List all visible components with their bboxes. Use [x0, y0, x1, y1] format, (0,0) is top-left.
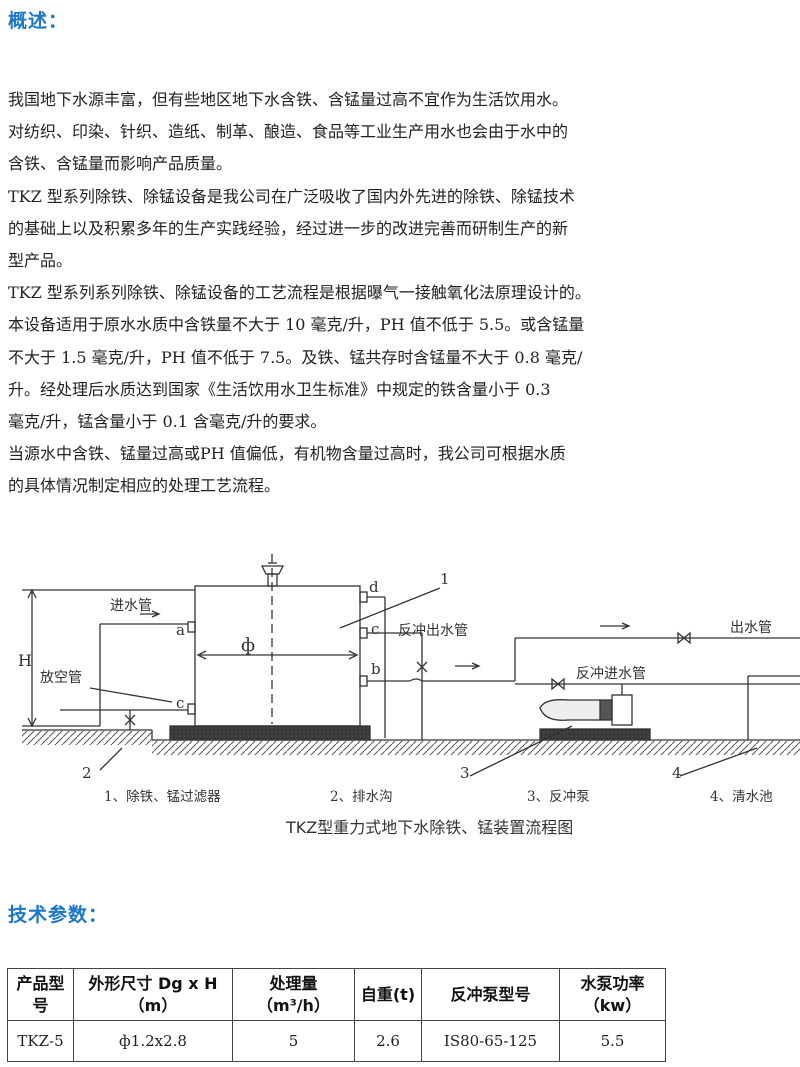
diameter-label: ф [241, 635, 255, 656]
paragraph-line: TKZ 型系列系列除铁、除锰设备的工艺流程是根据曝气一接触氧化法原理设计的。 [8, 283, 591, 303]
port-c-label: c [371, 620, 379, 638]
paragraph-line: 对纺织、印染、针织、造纸、制革、酿造、食品等工业生产用水也会由于水中的 [8, 122, 569, 142]
inlet-pipe [99, 610, 188, 726]
params-heading: 技术参数： [8, 904, 109, 926]
paragraph-line: 型产品。 [8, 251, 73, 271]
vent-pipe-label: 放空管 [40, 670, 82, 686]
cell-pump-model: IS80-65-125 [421, 1020, 560, 1062]
paragraph-line: 毫克/升，锰含量小于 0.1 含毫克/升的要求。 [8, 412, 327, 432]
cell-dimensions: ф1.2x2.8 [73, 1020, 233, 1062]
header-model: 产品型号 [7, 968, 74, 1021]
height-label: H [18, 651, 32, 670]
legend-item: 2、排水沟 [330, 789, 393, 805]
overview-body: 我国地下水源丰富，但有些地区地下水含铁、含锰量过高不宜作为生活饮用水。 对纺织、… [8, 84, 788, 503]
cell-capacity: 5 [232, 1020, 355, 1062]
ground [22, 725, 800, 755]
callout-4: 4 [672, 764, 682, 782]
legend-item: 1、除铁、锰过滤器 [104, 789, 221, 805]
process-flow-diagram: H ф d c b a c 进水管 放空管 [18, 554, 800, 837]
paragraph-line: 的基础上以及积累多年的生产实践经验，经过进一步的改进完善而研制生产的新 [8, 218, 569, 238]
callout-2: 2 [82, 764, 92, 782]
diagram-caption: TKZ型重力式地下水除铁、锰装置流程图 [285, 818, 573, 837]
legend-item: 3、反冲泵 [527, 789, 590, 805]
filter-tank [187, 554, 368, 727]
header-weight: 自重(t) [354, 968, 422, 1021]
table-row: TKZ-5 ф1.2x2.8 5 2.6 IS80-65-125 5.5 [7, 1020, 666, 1062]
header-capacity: 处理量（m³/h） [232, 968, 355, 1021]
port-b-label: b [371, 660, 381, 678]
inlet-pipe-label: 进水管 [110, 598, 152, 614]
backwash-out-pipe [367, 596, 515, 740]
header-dimensions: 外形尺寸 Dg x H（m） [73, 968, 233, 1021]
callouts [99, 587, 758, 777]
spec-table: 产品型号 外形尺寸 Dg x H（m） 处理量（m³/h） 自重(t) 反冲泵型… [7, 968, 666, 1062]
paragraph-line: TKZ 型系列除铁、除锰设备是我公司在广泛吸收了国内外先进的除铁、除锰技术 [8, 186, 575, 206]
callout-1: 1 [440, 570, 450, 588]
paragraph-line: 含铁、含锰量而影响产品质量。 [8, 154, 233, 174]
clear-water-pool [747, 675, 800, 740]
backwash-pump [515, 677, 800, 726]
cell-model: TKZ-5 [7, 1020, 74, 1062]
table-header-row: 产品型号 外形尺寸 Dg x H（m） 处理量（m³/h） 自重(t) 反冲泵型… [7, 968, 666, 1021]
cell-weight: 2.6 [354, 1020, 422, 1062]
paragraph-line: 的具体情况制定相应的处理工艺流程。 [8, 476, 281, 496]
port-d-label: d [369, 578, 379, 596]
port-c2-label: c [176, 694, 184, 712]
header-pump-power: 水泵功率（kw） [559, 968, 666, 1021]
backwash-in-label: 反冲进水管 [576, 666, 646, 682]
height-dimension [22, 588, 195, 728]
outlet-pipe-label: 出水管 [730, 620, 772, 636]
paragraph-line: 升。经处理后水质达到国家《生活饮用水卫生标准》中规定的铁含量小于 0.3 [8, 379, 551, 399]
header-pump-model: 反冲泵型号 [421, 968, 560, 1021]
callout-3: 3 [460, 764, 470, 782]
paragraph-line: 本设备适用于原水水质中含铁量不大于 10 毫克/升，PH 值不低于 5.5。或含… [8, 315, 585, 335]
paragraph-line: 不大于 1.5 毫克/升，PH 值不低于 7.5。及铁、锰共存时含锰量不大于 0… [8, 347, 583, 367]
outlet-pipe [514, 622, 800, 681]
overview-heading: 概述： [8, 10, 69, 32]
vent-pipe [60, 687, 188, 730]
paragraph-line: 当源水中含铁、锰量过高或PH 值偏低，有机物含量过高时，我公司可根据水质 [8, 444, 566, 464]
cell-pump-power: 5.5 [559, 1020, 666, 1062]
port-a-label: a [176, 621, 185, 639]
backwash-out-label: 反冲出水管 [398, 623, 468, 639]
legend-item: 4、清水池 [710, 789, 773, 805]
paragraph-line: 我国地下水源丰富，但有些地区地下水含铁、含锰量过高不宜作为生活饮用水。 [8, 90, 569, 109]
